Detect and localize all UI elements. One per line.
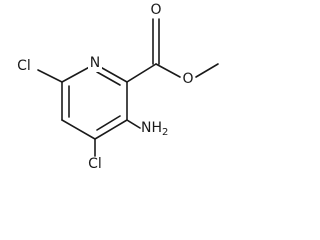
chlorine-atom-label-bottom: Cl	[88, 156, 102, 172]
carbonyl-oxygen-label: O	[150, 2, 161, 18]
amino-group-text: NH	[141, 120, 162, 136]
nitrogen-atom-label: N	[90, 55, 100, 71]
bonds	[37, 18, 219, 157]
atom-labels: N Cl Cl NH2 O O	[17, 2, 194, 172]
chemical-structure-diagram: N Cl Cl NH2 O O	[17, 2, 219, 172]
chlorine-atom-label-left: Cl	[17, 58, 31, 74]
bond-c6-cl	[37, 69, 63, 83]
bond-c2-carbonyl	[126, 63, 157, 83]
ester-oxygen-label: O	[182, 71, 193, 87]
bond-c3-nh2	[126, 119, 141, 129]
bond-ester-o-methyl	[195, 63, 219, 78]
amino-group-label: NH2	[141, 120, 168, 138]
double-bond-c3-c4	[96, 115, 121, 131]
bond-c4-c5	[61, 119, 96, 140]
bond-c3-c4	[94, 119, 128, 140]
double-bond-n1-c2	[96, 71, 121, 86]
bond-carbonyl-ester-o	[155, 63, 181, 78]
amino-group-subscript: 2	[162, 127, 168, 138]
